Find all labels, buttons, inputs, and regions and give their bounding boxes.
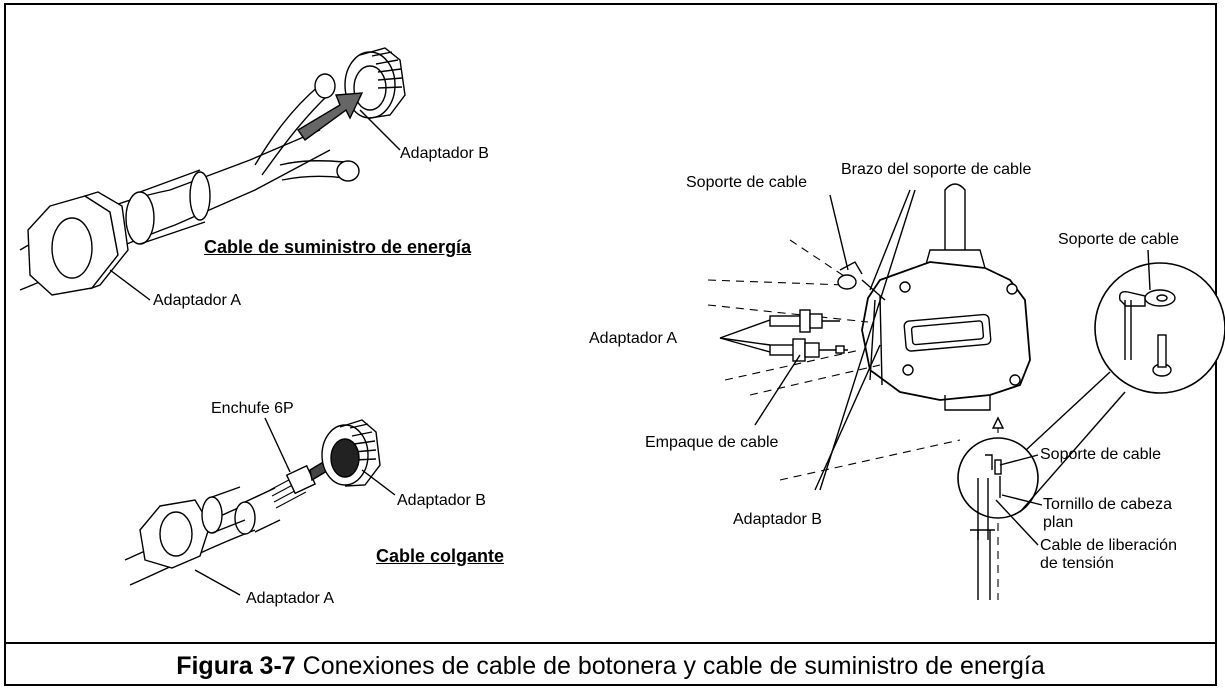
- label-adapter-b-pendant: Adaptador B: [397, 492, 486, 509]
- figure-number: Figura 3-7: [176, 652, 296, 680]
- heading-power-cable: Cable de suministro de energía: [204, 237, 472, 257]
- label-detail-bottom-cable-holder: Soporte de cable: [1040, 446, 1161, 463]
- label-cable-packing: Empaque de cable: [645, 434, 779, 451]
- label-adapter-a-pendant: Adaptador A: [246, 590, 335, 607]
- label-strain-relief-line2: de tensión: [1040, 555, 1114, 572]
- pendant-cable-illustration: [124, 419, 381, 586]
- label-detail-cable-holder: Soporte de cable: [1058, 231, 1179, 248]
- label-screw-line2: plan: [1043, 514, 1074, 531]
- label-strain-relief-line1: Cable de liberación: [1040, 537, 1177, 554]
- label-adapter-a-right: Adaptador A: [589, 330, 678, 347]
- detail-top-contents: [1118, 289, 1176, 377]
- power-cable-illustration: [19, 47, 406, 296]
- heading-pendant-cable: Cable colgante: [376, 546, 505, 566]
- label-adapter-b-power: Adaptador B: [400, 145, 489, 162]
- label-cable-holder: Soporte de cable: [686, 174, 807, 191]
- caption-band: Figura 3-7 Conexiones de cable de botone…: [4, 642, 1217, 688]
- label-plug-6p: Enchufe 6P: [211, 400, 294, 417]
- figure-caption: Figura 3-7 Conexiones de cable de botone…: [4, 652, 1217, 681]
- right-adapters: [769, 261, 886, 362]
- hoist-body-illustration: [861, 183, 1031, 411]
- label-cable-holder-arm: Brazo del soporte de cable: [841, 161, 1032, 178]
- label-adapter-b-right: Adaptador B: [733, 511, 822, 528]
- label-screw-line1: Tornillo de cabeza: [1043, 496, 1172, 513]
- figure-caption-text: Conexiones de cable de botonera y cable …: [295, 652, 1045, 680]
- label-adapter-a-power: Adaptador A: [153, 292, 242, 309]
